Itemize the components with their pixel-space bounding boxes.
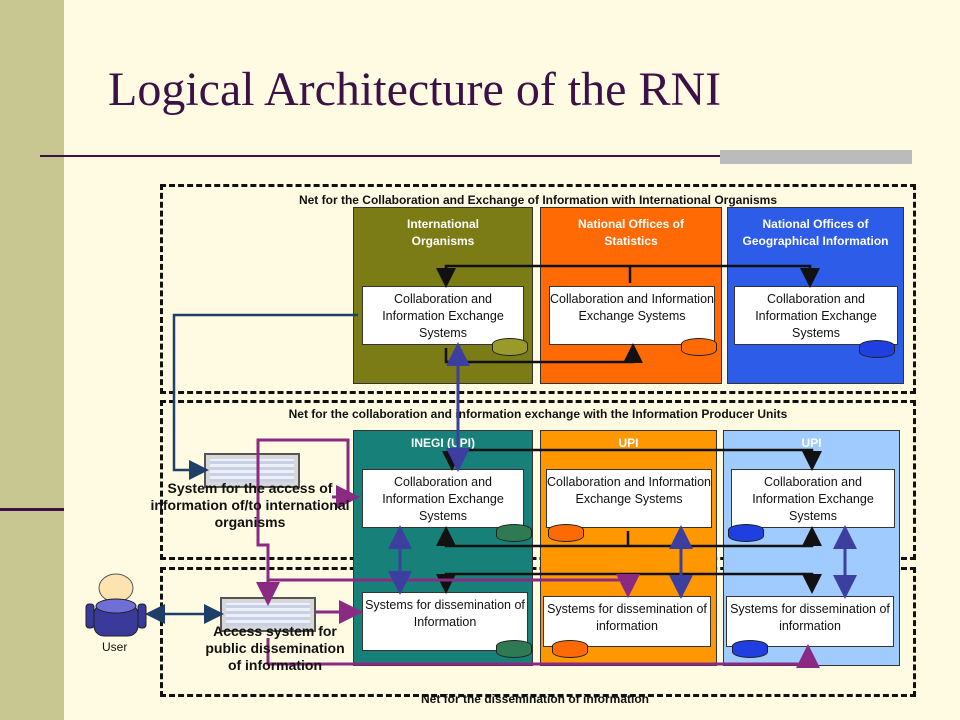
slide-sidebar [0,0,64,720]
sidebar-rule [0,508,64,511]
user-label: User [102,640,128,654]
column-title: UPI [618,436,639,450]
zone-label-producers: Net for the collaboration and informatio… [288,407,788,421]
connector-top-black [436,264,820,288]
collab-system-international: Collaboration and Information Exchange S… [362,286,524,345]
collab-system-upi-lightblue: Collaboration and Information Exchange S… [731,469,895,528]
dissemination-system-upi-lightblue: Systems for dissemination of information [726,596,894,647]
zone-dissemination-net [160,567,916,697]
title-rule-accent [720,150,912,164]
database-icon [492,338,528,356]
caption-public-access: Access system for public dissemination o… [205,623,345,674]
international-access-screen-icon [204,453,300,488]
slide-title: Logical Architecture of the RNI [108,63,722,116]
connector-purple-bottom [266,638,820,668]
collab-system-upi-orange: Collaboration and Information Exchange S… [546,469,712,528]
database-icon [496,640,532,658]
database-icon [732,640,768,658]
caption-international-access: System for the access of information of/… [140,480,360,531]
zone-label-international: Net for the Collaboration and Exchange o… [298,193,778,207]
zone-label-dissemination: Net for the dissemination of information [420,692,649,706]
column-title: National Offices of Statistics [577,217,684,248]
zone-international-net [160,184,916,394]
connector-upi-top [442,448,822,471]
zone-producers-net [160,400,916,560]
connector-purple-loop [256,438,640,598]
caption-public-access-text: Access system for public dissemination o… [205,623,345,673]
dissemination-system-upi-orange: Systems for dissemination of information [543,596,711,647]
database-icon [552,640,588,658]
collab-system-geographical: Collaboration and Information Exchange S… [734,286,898,345]
caption-international-access-text: System for the access of information of/… [150,480,350,530]
collab-system-inegi: Collaboration and Information Exchange S… [362,469,524,528]
connector-international-access [172,313,358,480]
column-title: International Organisms [406,217,479,248]
title-rule [40,155,912,157]
database-icon [681,338,717,356]
collab-system-statistics: Collaboration and Information Exchange S… [549,286,715,345]
database-icon [859,340,895,358]
column-title: National Offices of Geographical Informa… [742,217,889,248]
user-icon [85,573,147,637]
connector-collab-down [444,343,643,364]
column-title: UPI [801,436,822,450]
